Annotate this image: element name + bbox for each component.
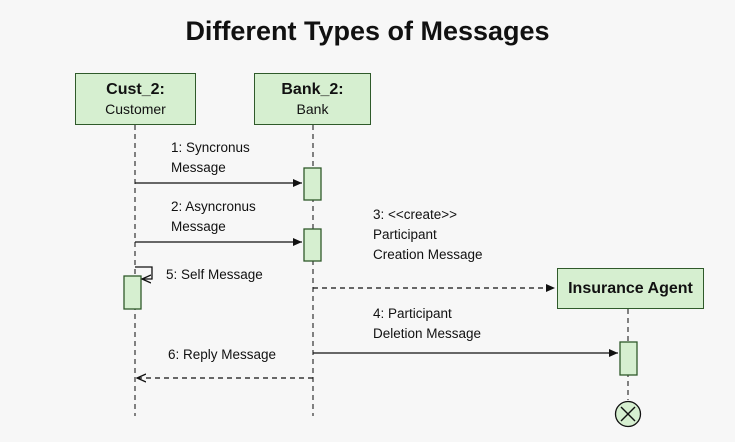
message-label-asynchronous: 2: Asyncronus Message: [171, 199, 256, 234]
activation-customer: [123, 275, 142, 310]
message-arrow-self: [135, 266, 153, 279]
activation-insurance-agent: [619, 341, 638, 376]
participant-bank: Bank_2: Bank: [254, 73, 371, 125]
message-label-self: 5: Self Message: [166, 267, 263, 282]
activation-bank-2: [303, 228, 322, 262]
diagram-title: Different Types of Messages: [185, 16, 550, 46]
message-label-delete: 4: Participant Deletion Message: [373, 306, 482, 341]
participant-customer-name: Cust_2:: [106, 81, 165, 98]
circle-x-icon: [614, 400, 642, 428]
message-label-reply: 6: Reply Message: [168, 347, 277, 362]
participant-customer: Cust_2: Customer: [75, 73, 196, 125]
participant-bank-role: Bank: [296, 101, 329, 117]
participant-insurance-agent-name: Insurance Agent: [568, 279, 693, 297]
participant-insurance-agent: Insurance Agent: [557, 268, 704, 309]
message-label-create: 3: <<create>> Participant Creation Messa…: [373, 207, 483, 262]
participant-bank-name: Bank_2:: [281, 81, 344, 98]
message-label-synchronous: 1: Syncronus Message: [171, 140, 250, 175]
activation-bank-1: [303, 167, 322, 201]
participant-customer-role: Customer: [105, 101, 166, 117]
